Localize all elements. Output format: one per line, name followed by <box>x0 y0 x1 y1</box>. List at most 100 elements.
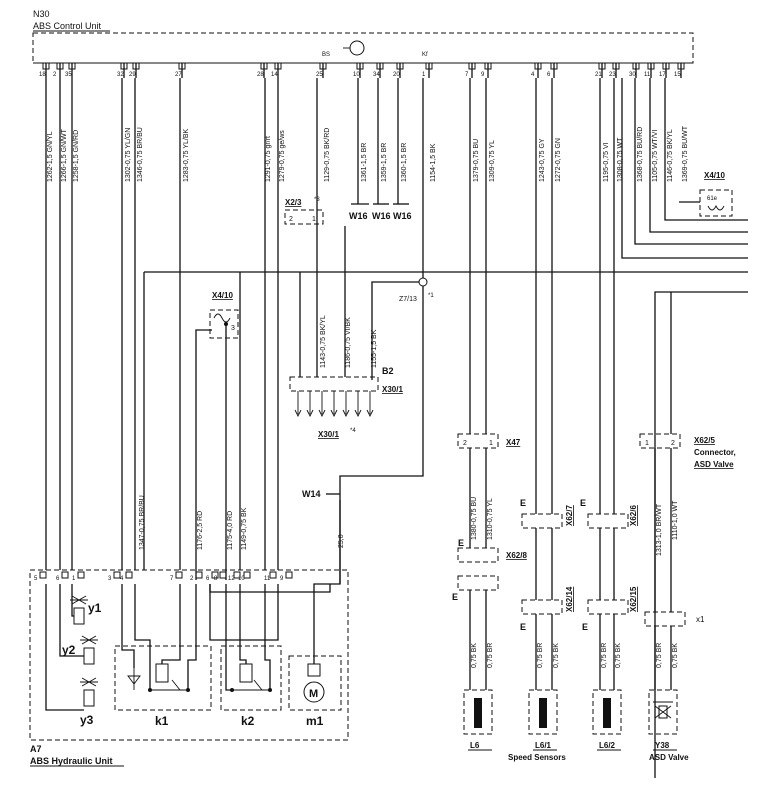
wire-k2-out <box>264 584 271 690</box>
motor-m1-symbol: M <box>309 688 318 700</box>
ecu-pin-number: 34 <box>373 72 380 78</box>
ecu-pin-socket <box>376 62 384 70</box>
ecu-wire-label: 1308-0,75 WT <box>617 137 624 182</box>
ecu-mark-bs: BS <box>322 52 330 58</box>
relay-k1-contact <box>150 679 188 691</box>
ecu-mark-kf: Kf <box>422 52 428 58</box>
a7-pin-socket <box>175 571 183 579</box>
ecu-pin-socket <box>56 62 64 70</box>
w14-value: 25,0 <box>338 534 345 548</box>
a7-pin-number: 4 <box>120 576 124 582</box>
wire-1368-run <box>634 78 748 245</box>
ecu-connector-icon <box>349 40 365 56</box>
x62-5-asd-valve: ASD Valve <box>694 460 734 469</box>
speed-sensor-icon <box>474 698 482 728</box>
ecu-pin-socket <box>120 62 128 70</box>
ecu-pin-number: 2 <box>53 72 57 78</box>
a7-pin-socket <box>219 571 227 579</box>
ecu-pin-socket <box>396 62 404 70</box>
ecu-pin-socket <box>647 62 655 70</box>
a7-pin-socket <box>77 571 85 579</box>
sensor-wire-label: 0,75 BR <box>537 643 544 668</box>
valve-y1-label: y1 <box>88 601 102 615</box>
ecu-wire-label: 1262-1,5 GN/YL <box>47 131 54 182</box>
wire-l6-pair <box>469 590 487 690</box>
ecu-pin-socket <box>677 62 685 70</box>
a7-pin-number: 6 <box>206 576 210 582</box>
valve-y2-label: y2 <box>62 643 76 657</box>
x62-8-shield-label: E <box>458 538 464 548</box>
ecu-pin-socket <box>662 62 670 70</box>
x62-5-label: X62/5 <box>694 436 715 445</box>
x4-10-left-label: X4/10 <box>212 291 233 300</box>
ecu-pin-number: 4 <box>531 72 535 78</box>
wire-y3-return <box>45 584 84 711</box>
a7-pin-socket <box>243 571 251 579</box>
x4-10-right-coil <box>707 204 725 211</box>
ground-label-2: W16 <box>372 211 391 221</box>
wire-y2-return <box>59 584 84 657</box>
x62-5-pin-2: 2 <box>671 440 675 447</box>
ecu-wire-label: 1368-0,75 BU/RD <box>637 127 644 182</box>
ecu-wire-label: 1154-1,5 BK <box>430 143 437 182</box>
ecu-pin-number: 28 <box>257 72 264 78</box>
ecu-pin-number: 17 <box>659 72 666 78</box>
ecu-wire-label: 1369-0,75 BU/WT <box>682 125 689 182</box>
x62-6-box <box>587 513 629 529</box>
relay-k1-box <box>114 645 212 711</box>
valve-y1: y1 <box>70 595 102 625</box>
valve-y2-coil <box>83 647 95 665</box>
ecu-pin-socket <box>132 62 140 70</box>
x30-1-label: X30/1 <box>382 385 403 394</box>
a7-pin-number: 5 <box>34 576 38 582</box>
x30-1-pin-arrow-icon <box>294 409 302 418</box>
y38-plug-label: x1 <box>696 615 705 624</box>
n30-name: ABS Control Unit <box>33 21 102 31</box>
wire-k2-loop <box>209 584 279 641</box>
wire-1143-label: 1143-0,75 BK/YL <box>320 315 327 368</box>
ecu-wire-label: 1346-0,75 BR/BU <box>137 127 144 182</box>
x62-8-label: X62/8 <box>506 551 527 560</box>
x30-1-pin-arrow-icon <box>318 409 326 418</box>
ecu-pin-socket <box>468 62 476 70</box>
ecu-pin-socket <box>42 62 50 70</box>
wire-k1-in <box>121 584 135 668</box>
x62-6-label: X62/6 <box>629 505 638 526</box>
ecu-wire-label: 1105-0,75 WT/VI <box>652 130 659 182</box>
x2-3-pin-2: 2 <box>289 216 293 223</box>
x30-1-pin-arrow-icon <box>306 409 314 418</box>
x30-1-bottom-label: X30/1 <box>318 430 339 439</box>
ecu-pin-number: 23 <box>609 72 616 78</box>
ecu-wire-label: 1258-1,5 GN/RD <box>73 130 80 182</box>
x62-7-label: X62/7 <box>565 505 574 526</box>
x62-5-connector: Connector, <box>694 448 736 457</box>
wire-1308-run <box>621 78 748 259</box>
ecu-wire-label: 1359-1,5 BR <box>381 143 388 182</box>
z7-13-splice-icon <box>418 277 428 287</box>
x30-1-pin-arrow-icon <box>354 409 362 418</box>
wire-1380-label: 1380-0,75 BU <box>471 497 478 540</box>
x30-1-pin-arrow-icon <box>342 409 350 418</box>
x30-1-pin-arrow-icon <box>330 409 338 418</box>
sensor-code: L6/2 <box>599 741 616 750</box>
x4-10-right-label: X4/10 <box>704 171 725 180</box>
ecu-pin-socket <box>356 62 364 70</box>
z7-13-label: Z7/13 <box>399 296 417 303</box>
x4-10-right-box <box>699 189 733 217</box>
wire-1310-label: 1310-0,75 YL <box>487 498 494 540</box>
wire-1154-down <box>339 286 424 584</box>
x62-8-box-b <box>457 575 499 591</box>
asd-valve-icon <box>653 701 673 719</box>
ecu-pin-socket <box>550 62 558 70</box>
ecu-pin-socket <box>68 62 76 70</box>
x62-7-box <box>521 513 563 529</box>
a7-pin-number: 7 <box>170 576 174 582</box>
sensor-code: Y38 <box>655 741 670 750</box>
ecu-pin-number: 25 <box>316 72 323 78</box>
ecu-wire-label: 1243-0,75 GY <box>539 138 546 182</box>
valve-y3-label: y3 <box>80 713 94 727</box>
ecu-wire-label: 1195-0,75 VI <box>603 142 610 182</box>
x62-14-box <box>521 599 563 615</box>
